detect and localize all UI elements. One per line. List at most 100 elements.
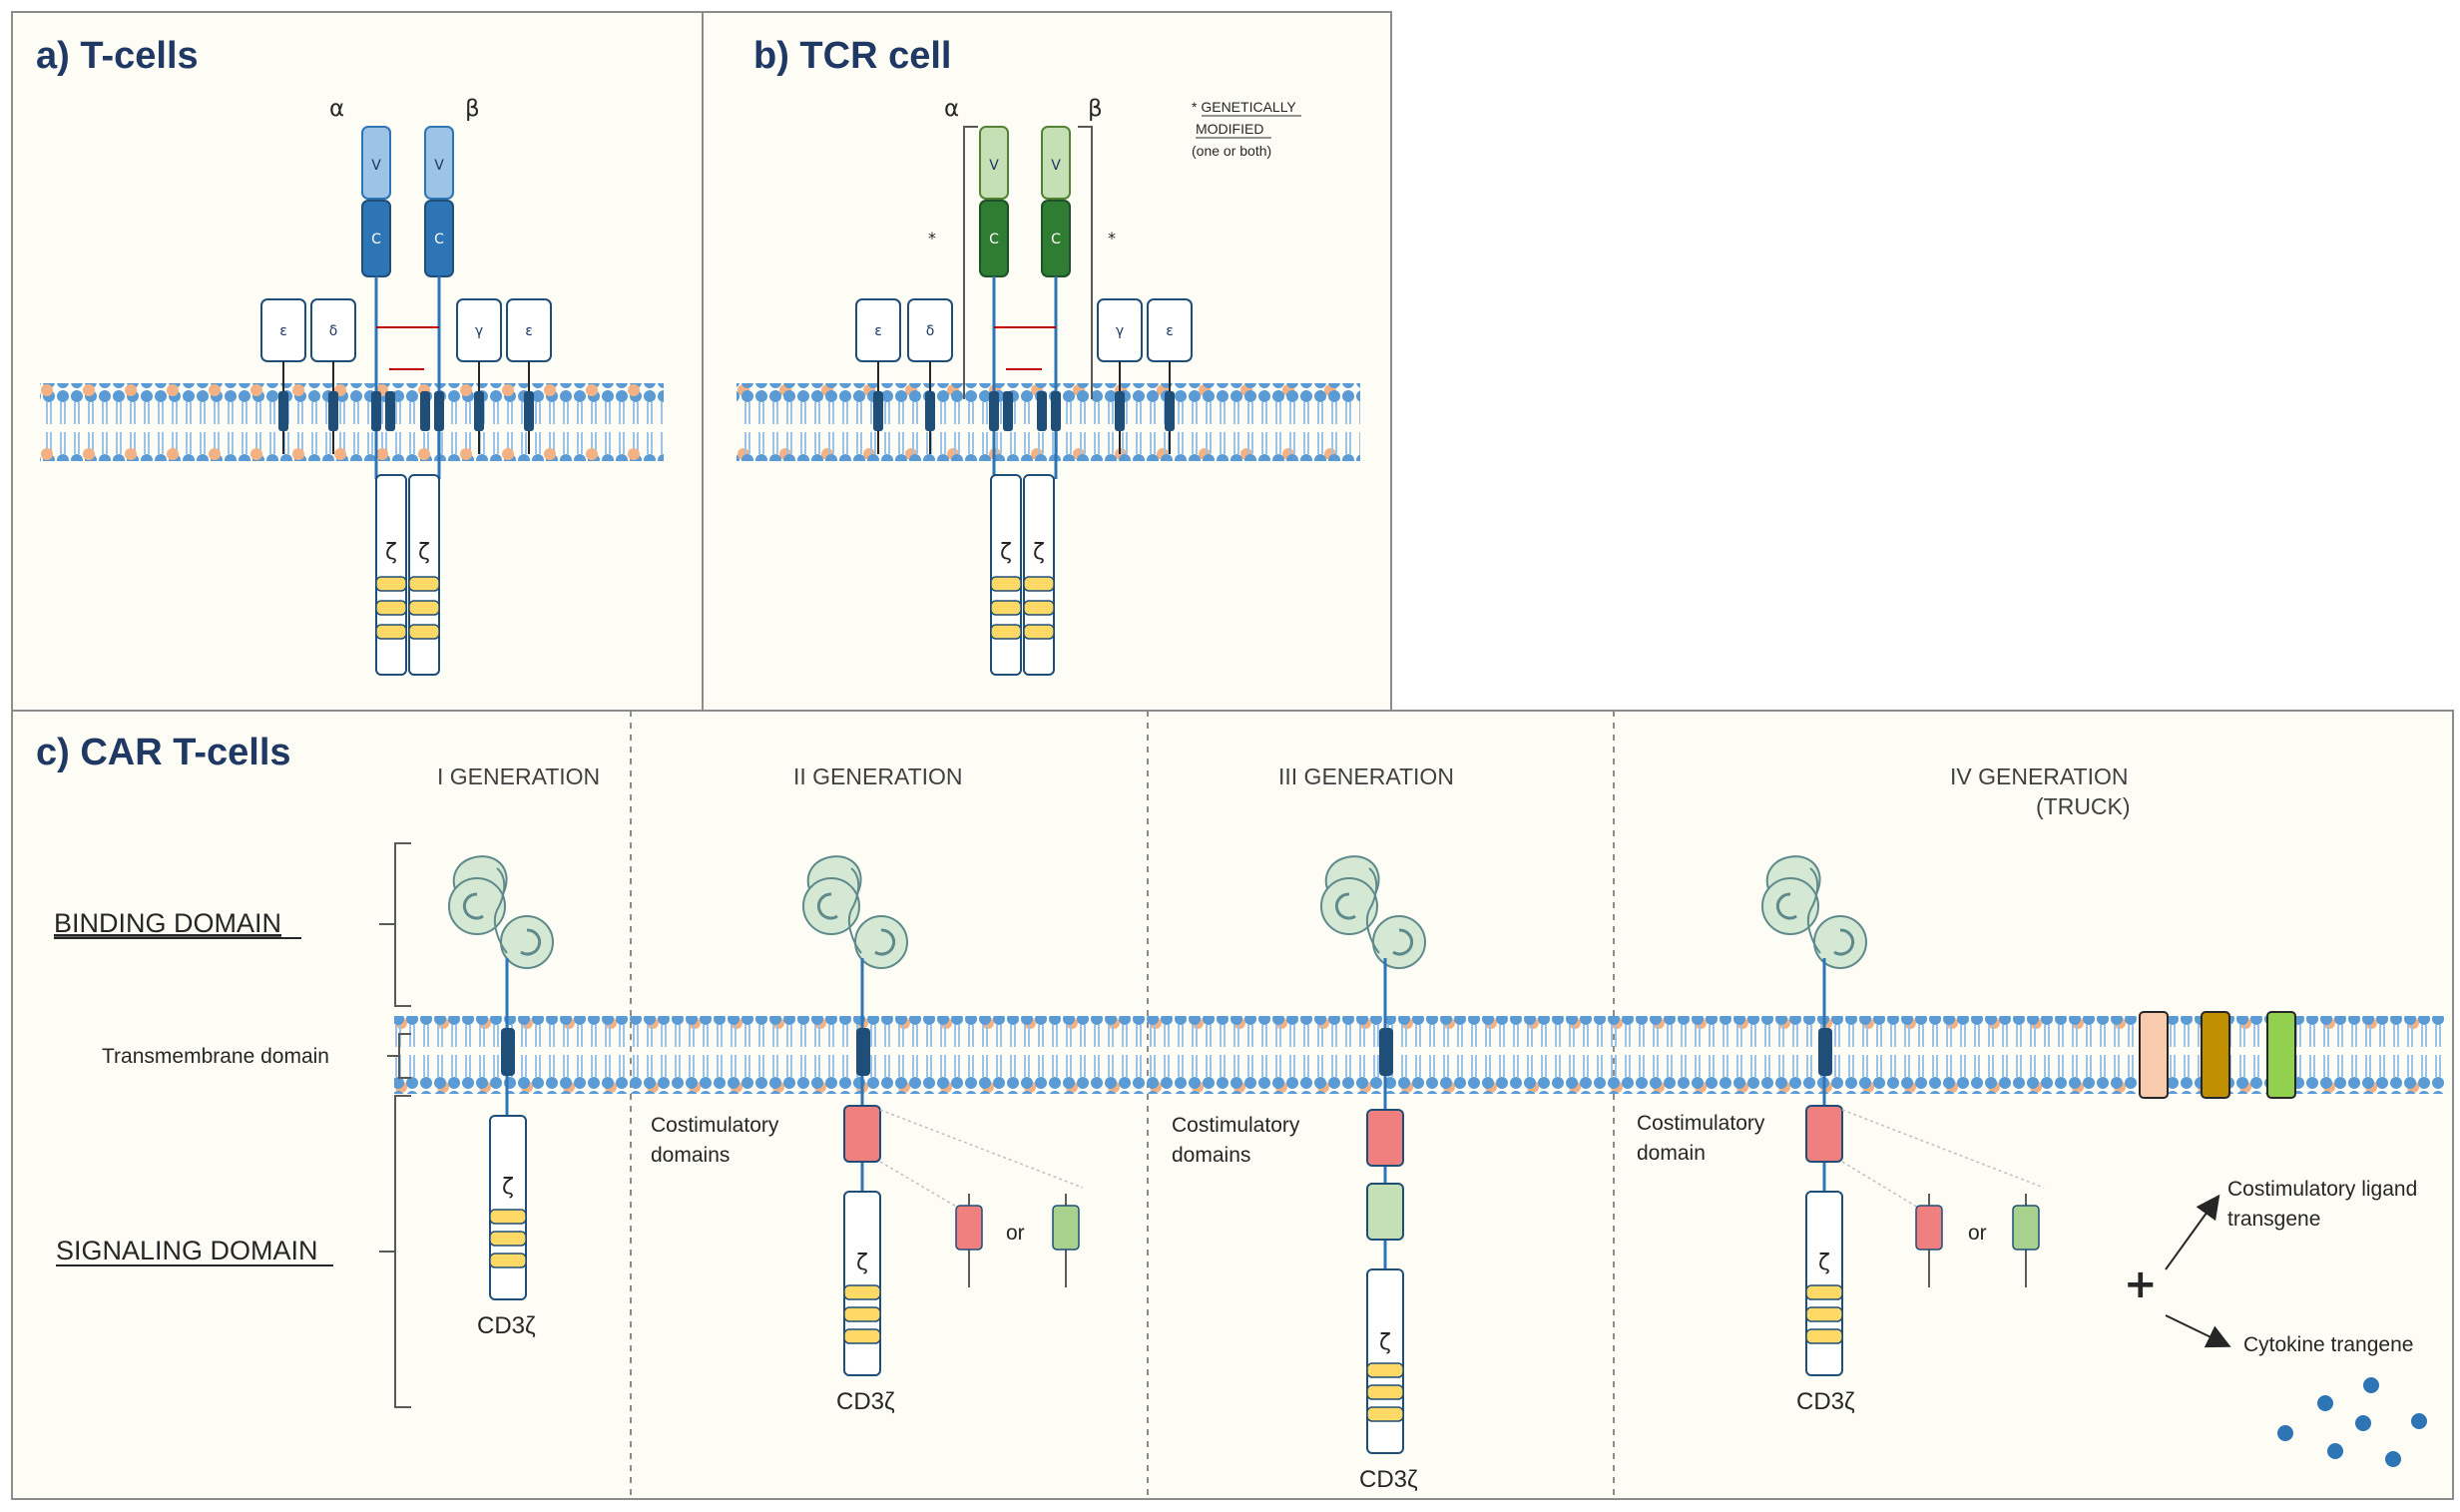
- panel-a-transmembrane-segments: [278, 391, 534, 431]
- gen-1-cd3z-label: CD3ζ: [477, 1312, 536, 1339]
- panel-b-alpha-label: α: [944, 96, 959, 122]
- panel-a-zeta-chain-2: ζ: [408, 474, 440, 676]
- gen-4-car: ζ: [1761, 855, 2045, 1376]
- lipid-head-pink: [544, 448, 556, 460]
- lipid-head-pink: [544, 384, 556, 396]
- gen-4-title: IV GENERATION: [1950, 763, 2129, 789]
- gen-4-cd3z-label: CD3ζ: [1796, 1388, 1855, 1415]
- lipid-head-pink: [41, 384, 53, 396]
- gen-3-costim-label-1: Costimulatory: [1172, 1114, 1300, 1137]
- panel-a-beta-label: β: [465, 96, 480, 122]
- svg-text:V: V: [989, 158, 999, 174]
- plus-sign: +: [2124, 1261, 2158, 1307]
- svg-text:ε: ε: [1166, 323, 1174, 339]
- cytokine-dot: [2385, 1451, 2401, 1467]
- gen-2-costim-label-2: domains: [651, 1144, 730, 1167]
- binding-domain-bracket: [379, 842, 411, 1007]
- panel-b-cd3-gamma: γ: [1097, 298, 1143, 454]
- lipid-head-pink: [418, 448, 430, 460]
- svg-text:ζ: ζ: [418, 540, 430, 565]
- panel-b-membrane: [737, 383, 1360, 461]
- gen-1-title: I GENERATION: [437, 763, 600, 789]
- gen-4-scfv: [1761, 855, 1867, 969]
- gen-2-cd3z-chain: [843, 1191, 881, 1376]
- gen-4-or-label: or: [1968, 1222, 1987, 1245]
- lipid-head-pink: [628, 384, 640, 396]
- cytokine-dot: [2317, 1395, 2333, 1411]
- svg-text:V: V: [371, 158, 381, 174]
- gen-3-costim-label-2: domains: [1172, 1144, 1250, 1167]
- lipid-head-pink: [167, 448, 179, 460]
- binding-domain-label: BINDING DOMAIN: [54, 908, 281, 938]
- svg-text:γ: γ: [1116, 323, 1124, 339]
- gen-1-cd3z-chain: [489, 1115, 527, 1300]
- svg-text:δ: δ: [926, 323, 935, 339]
- gen-4-option-red: [1915, 1205, 1943, 1251]
- panel-a-beta-chain: V C: [424, 126, 454, 479]
- gen-1-car: ζ: [448, 855, 554, 1300]
- gen-2-cd3z-label: CD3ζ: [836, 1388, 895, 1415]
- lipid-head-pink: [125, 448, 137, 460]
- svg-text:ζ: ζ: [1818, 1251, 1830, 1275]
- panel-a-membrane: [40, 383, 664, 461]
- gen-2-or-label: or: [1006, 1222, 1025, 1245]
- gen-4-cd3z-chain: [1805, 1191, 1843, 1376]
- signaling-domain-bracket: [379, 1095, 411, 1408]
- svg-text:δ: δ: [329, 323, 338, 339]
- svg-text:ζ: ζ: [385, 540, 397, 565]
- panel-a-frame: [11, 11, 704, 712]
- cytokine-dot: [2327, 1443, 2343, 1459]
- svg-text:V: V: [434, 158, 444, 174]
- gen-1-zeta-label: ζ: [502, 1175, 514, 1200]
- gen-3-scfv: [1320, 855, 1426, 969]
- svg-text:C: C: [989, 232, 999, 248]
- panel-b-bracket-left: [963, 126, 978, 399]
- svg-text:ζ: ζ: [856, 1251, 868, 1275]
- cytokine-transgene-label: Cytokine trangene: [2243, 1333, 2413, 1356]
- arrow-to-cytokine: [2165, 1314, 2231, 1348]
- gen-4-option-green: [2012, 1205, 2040, 1251]
- panel-b-cd3-epsilon-1: ε: [855, 298, 901, 454]
- gen-4-costim-label-2: domain: [1637, 1142, 1706, 1165]
- gen-2-scfv: [802, 855, 908, 969]
- svg-text:γ: γ: [475, 323, 483, 339]
- gen-1-scfv: [448, 855, 554, 969]
- lipid-head-pink: [209, 448, 221, 460]
- lipid-head-pink: [460, 448, 472, 460]
- transmembrane-domain-label: Transmembrane domain: [102, 1045, 329, 1068]
- lipid-head-pink: [250, 448, 262, 460]
- lipid-head-pink: [83, 448, 95, 460]
- panel-b-star-right: *: [1108, 229, 1116, 248]
- svg-text:C: C: [371, 232, 381, 248]
- gen-2-car: ζ: [802, 855, 1084, 1376]
- panel-c-title: c) CAR T-cells: [36, 732, 291, 773]
- panel-b-title: b) TCR cell: [753, 35, 951, 77]
- lipid-head-pink: [292, 384, 304, 396]
- panel-a-alpha-label: α: [329, 96, 344, 122]
- truck-transgene-green: [2266, 1011, 2296, 1099]
- lipid-head-pink: [83, 384, 95, 396]
- cytokine-dot: [2277, 1425, 2293, 1441]
- svg-text:ζ: ζ: [1000, 540, 1012, 565]
- gen-2-costim-label-1: Costimulatory: [651, 1114, 779, 1137]
- cytokine-dot: [2363, 1377, 2379, 1393]
- svg-text:ε: ε: [874, 323, 882, 339]
- lipid-head-pink: [502, 448, 514, 460]
- panel-b-cd3-delta: δ: [907, 298, 953, 454]
- svg-text:C: C: [434, 232, 444, 248]
- gen-2-option-green: [1052, 1205, 1080, 1251]
- panel-b-bracket-right: [1078, 126, 1093, 399]
- truck-transgene-peach: [2139, 1011, 2169, 1099]
- panel-c-frame: [11, 710, 2454, 1500]
- svg-text:ζ: ζ: [1379, 1330, 1391, 1355]
- transmembrane-domain-bracket: [387, 1033, 411, 1079]
- cytokine-dot: [2355, 1415, 2371, 1431]
- lipid-head-pink: [502, 384, 514, 396]
- panel-a-title: a) T-cells: [36, 35, 199, 77]
- panel-b-alpha-chain: V C: [979, 126, 1009, 479]
- cytokine-dots: [2277, 1377, 2427, 1467]
- gen-2-option-red: [955, 1205, 983, 1251]
- cytokine-dot: [2411, 1413, 2427, 1429]
- lipid-head-pink: [586, 384, 598, 396]
